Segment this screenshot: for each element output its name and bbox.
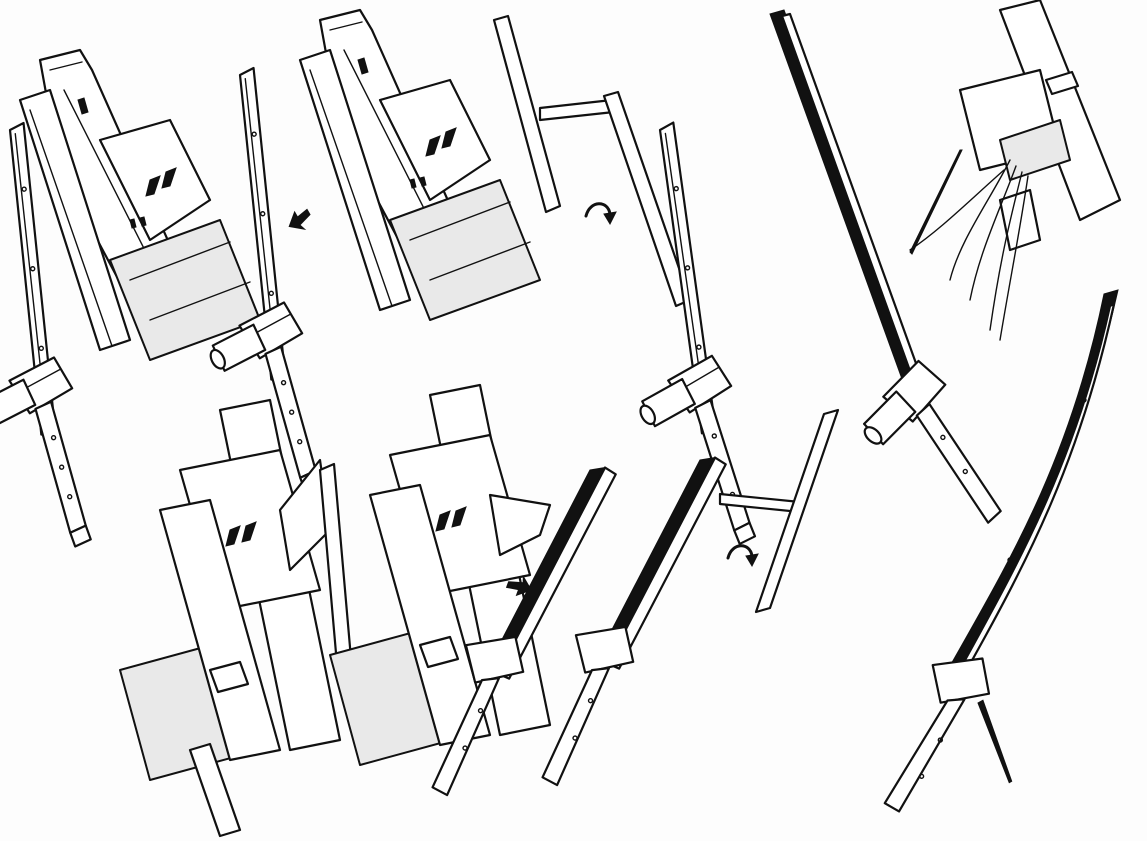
gun-sheath-assembled-bottom (119, 398, 354, 838)
step-arrow-icon (283, 205, 316, 236)
rotate-arrow-icon-bottom (726, 544, 760, 568)
blade-with-grip-bottom-1 (431, 466, 617, 797)
blade-with-grip-top-middle (607, 117, 757, 555)
beam-emitter-detail (909, 0, 1122, 341)
rotate-arrow-icon (584, 202, 618, 226)
long-sword-full (769, 9, 924, 391)
long-sword-grip (862, 359, 1002, 524)
curved-sword-grip (883, 657, 1013, 813)
gun-sheath-open-bottom (329, 383, 552, 766)
unfolding-frame-bottom (718, 408, 840, 614)
blade-with-grip-bottom-2 (541, 456, 727, 787)
